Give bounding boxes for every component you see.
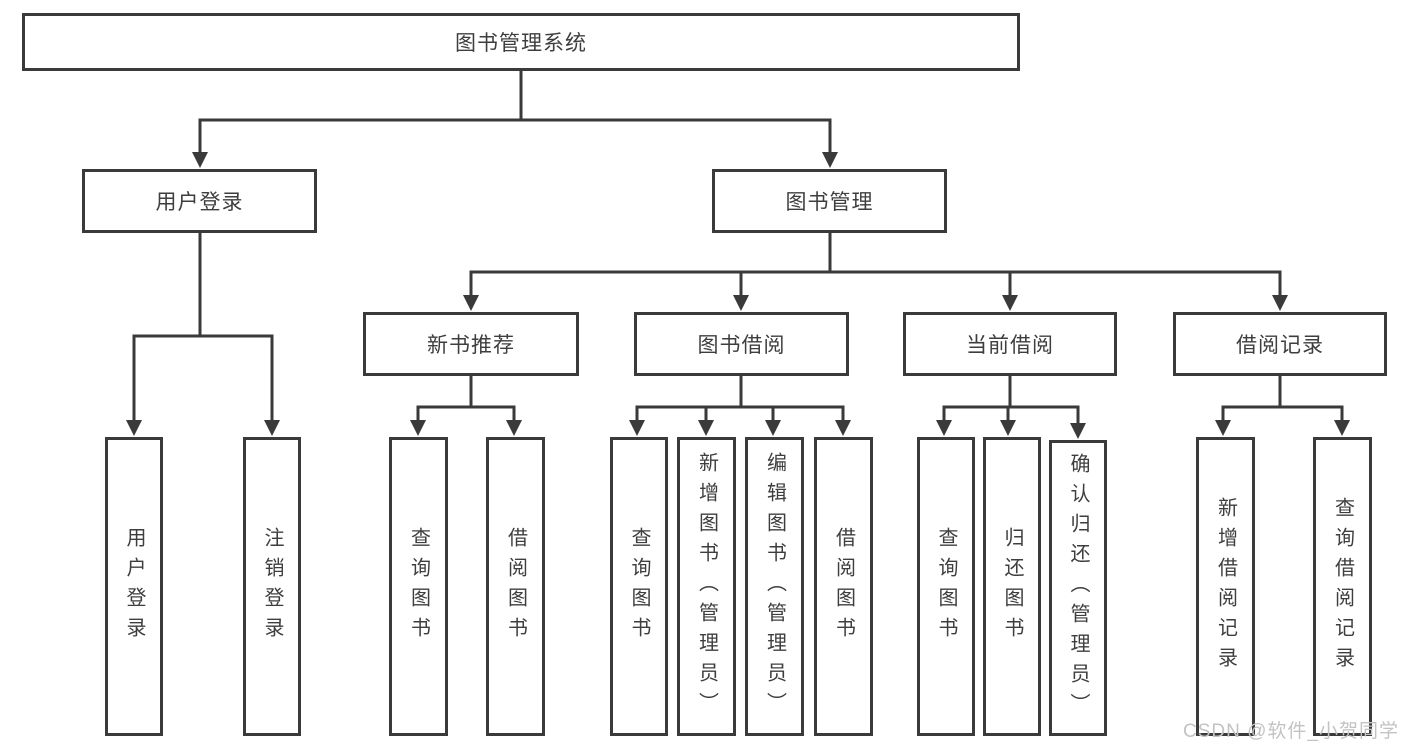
node-book-management: 图书管理 (712, 169, 947, 233)
leaf-bb-query-books: 查询图书 (610, 437, 668, 736)
node-new-book-recommend: 新书推荐 (363, 312, 579, 376)
leaf-br-add-record: 新增借阅记录 (1196, 437, 1255, 736)
leaf-cb-query-books: 查询图书 (917, 437, 975, 736)
leaf-cb-return-books: 归还图书 (983, 437, 1041, 736)
leaf-cb-confirm-return-admin: 确认归还（管理员） (1049, 440, 1107, 736)
csdn-watermark: CSDN @软件_小贺同学 (1183, 721, 1399, 742)
leaf-br-query-record: 查询借阅记录 (1313, 437, 1372, 736)
leaf-nb-borrow-books: 借阅图书 (486, 437, 545, 736)
node-user-login: 用户登录 (82, 169, 317, 233)
node-borrowing-records: 借阅记录 (1173, 312, 1387, 376)
leaf-bb-borrow-books: 借阅图书 (814, 437, 873, 736)
leaf-user-login: 用户登录 (105, 437, 163, 736)
leaf-logout: 注销登录 (243, 437, 301, 736)
node-current-borrowing: 当前借阅 (903, 312, 1117, 376)
leaf-bb-add-book-admin: 新增图书（管理员） (677, 437, 736, 736)
leaf-nb-query-books: 查询图书 (389, 437, 448, 736)
node-book-borrowing: 图书借阅 (634, 312, 849, 376)
leaf-bb-edit-book-admin: 编辑图书（管理员） (745, 437, 804, 736)
node-library-management-system: 图书管理系统 (22, 13, 1020, 71)
